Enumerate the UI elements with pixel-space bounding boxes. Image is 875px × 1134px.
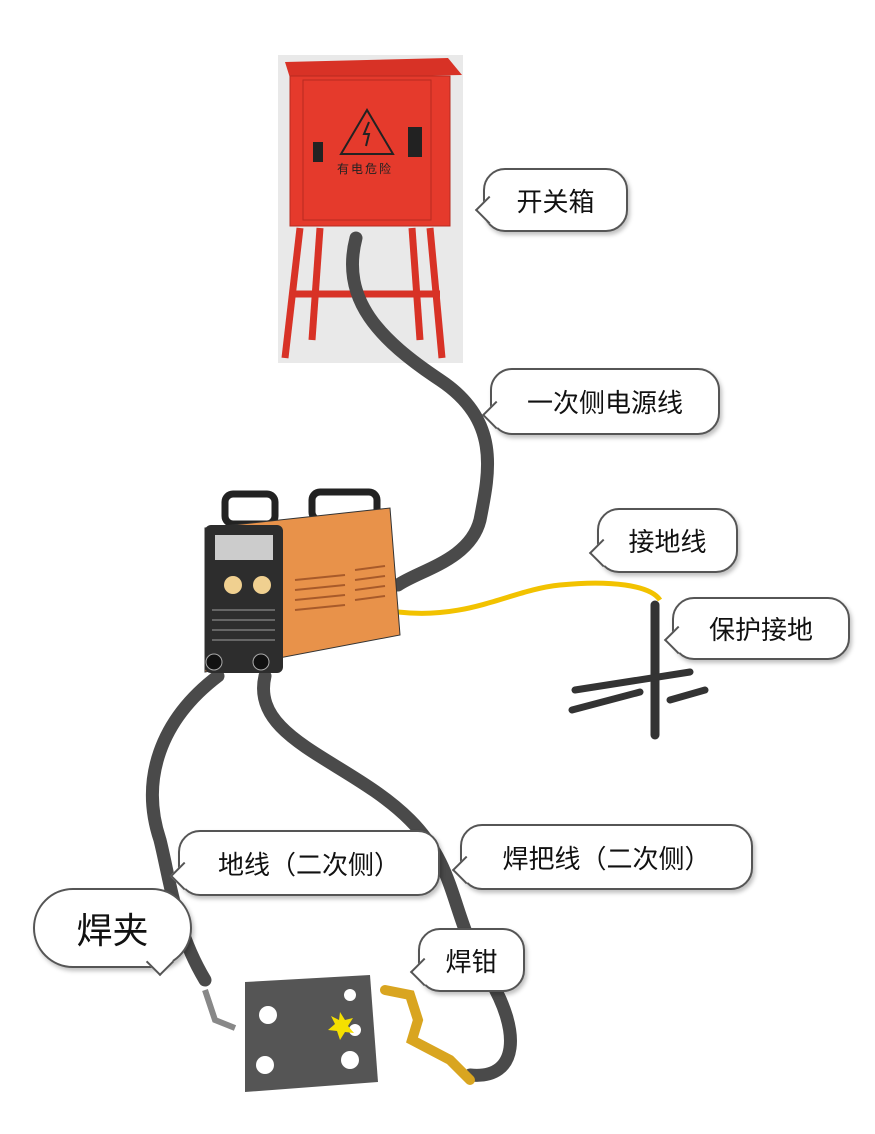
- label-primary-cable: 一次侧电源线: [481, 368, 720, 435]
- label-text: 焊把线（二次侧）: [502, 844, 711, 875]
- label-text: 焊夹: [76, 911, 149, 952]
- danger-sign-text: 有电危险: [337, 162, 394, 176]
- electrode-cable-secondary: [257, 669, 517, 1082]
- ground-wire: [397, 580, 663, 616]
- label-text: 接地线: [628, 528, 707, 558]
- spark-icon: [328, 1012, 354, 1040]
- label-electrode-holder: 焊钳: [409, 928, 525, 992]
- label-switch-box: 开关箱: [474, 168, 628, 232]
- label-text: 一次侧电源线: [526, 389, 683, 419]
- label-text: 保护接地: [708, 616, 813, 646]
- label-ground-cable-secondary: 地线（二次侧）: [169, 830, 440, 896]
- welding-machine: [204, 488, 401, 673]
- label-electrode-cable-secondary: 焊把线（二次侧）: [451, 824, 753, 890]
- label-protective-ground: 保护接地: [663, 597, 850, 660]
- workpiece-plate: [245, 975, 378, 1092]
- label-work-clamp: 焊夹: [33, 888, 192, 977]
- label-ground-wire: 接地线: [588, 508, 738, 573]
- work-clamp: [202, 989, 237, 1031]
- primary-power-cable: [345, 231, 495, 592]
- label-text: 地线（二次侧）: [217, 850, 400, 881]
- electrode-holder: [380, 985, 475, 1085]
- protective-ground-symbol: [568, 600, 709, 740]
- label-text: 焊钳: [445, 947, 498, 978]
- label-text: 开关箱: [516, 187, 595, 218]
